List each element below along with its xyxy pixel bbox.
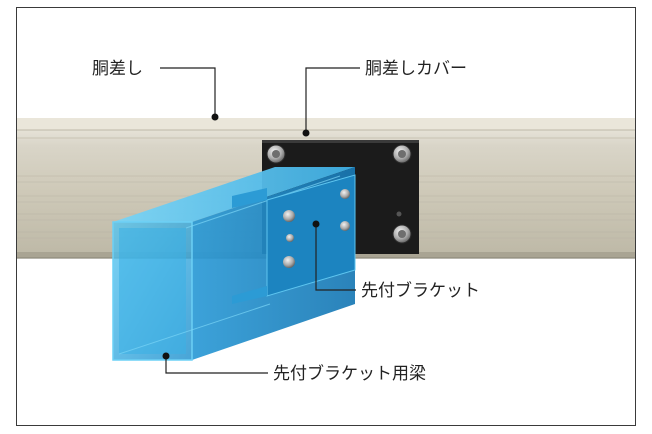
bolt-icon [340,189,350,199]
label-bracket: 先付ブラケット [361,280,480,301]
bolt-icon [283,210,295,222]
leader-dots [162,113,320,360]
bolt-icon [286,234,294,242]
bolt-icon [283,256,295,268]
label-bracket-beam: 先付ブラケット用梁 [273,363,426,384]
bolt-icon [340,221,350,231]
leader-lines [160,67,360,374]
bracket-plate [232,174,356,304]
label-beam-body: 胴差し [92,59,143,79]
label-beam-cover: 胴差しカバー [365,59,467,79]
